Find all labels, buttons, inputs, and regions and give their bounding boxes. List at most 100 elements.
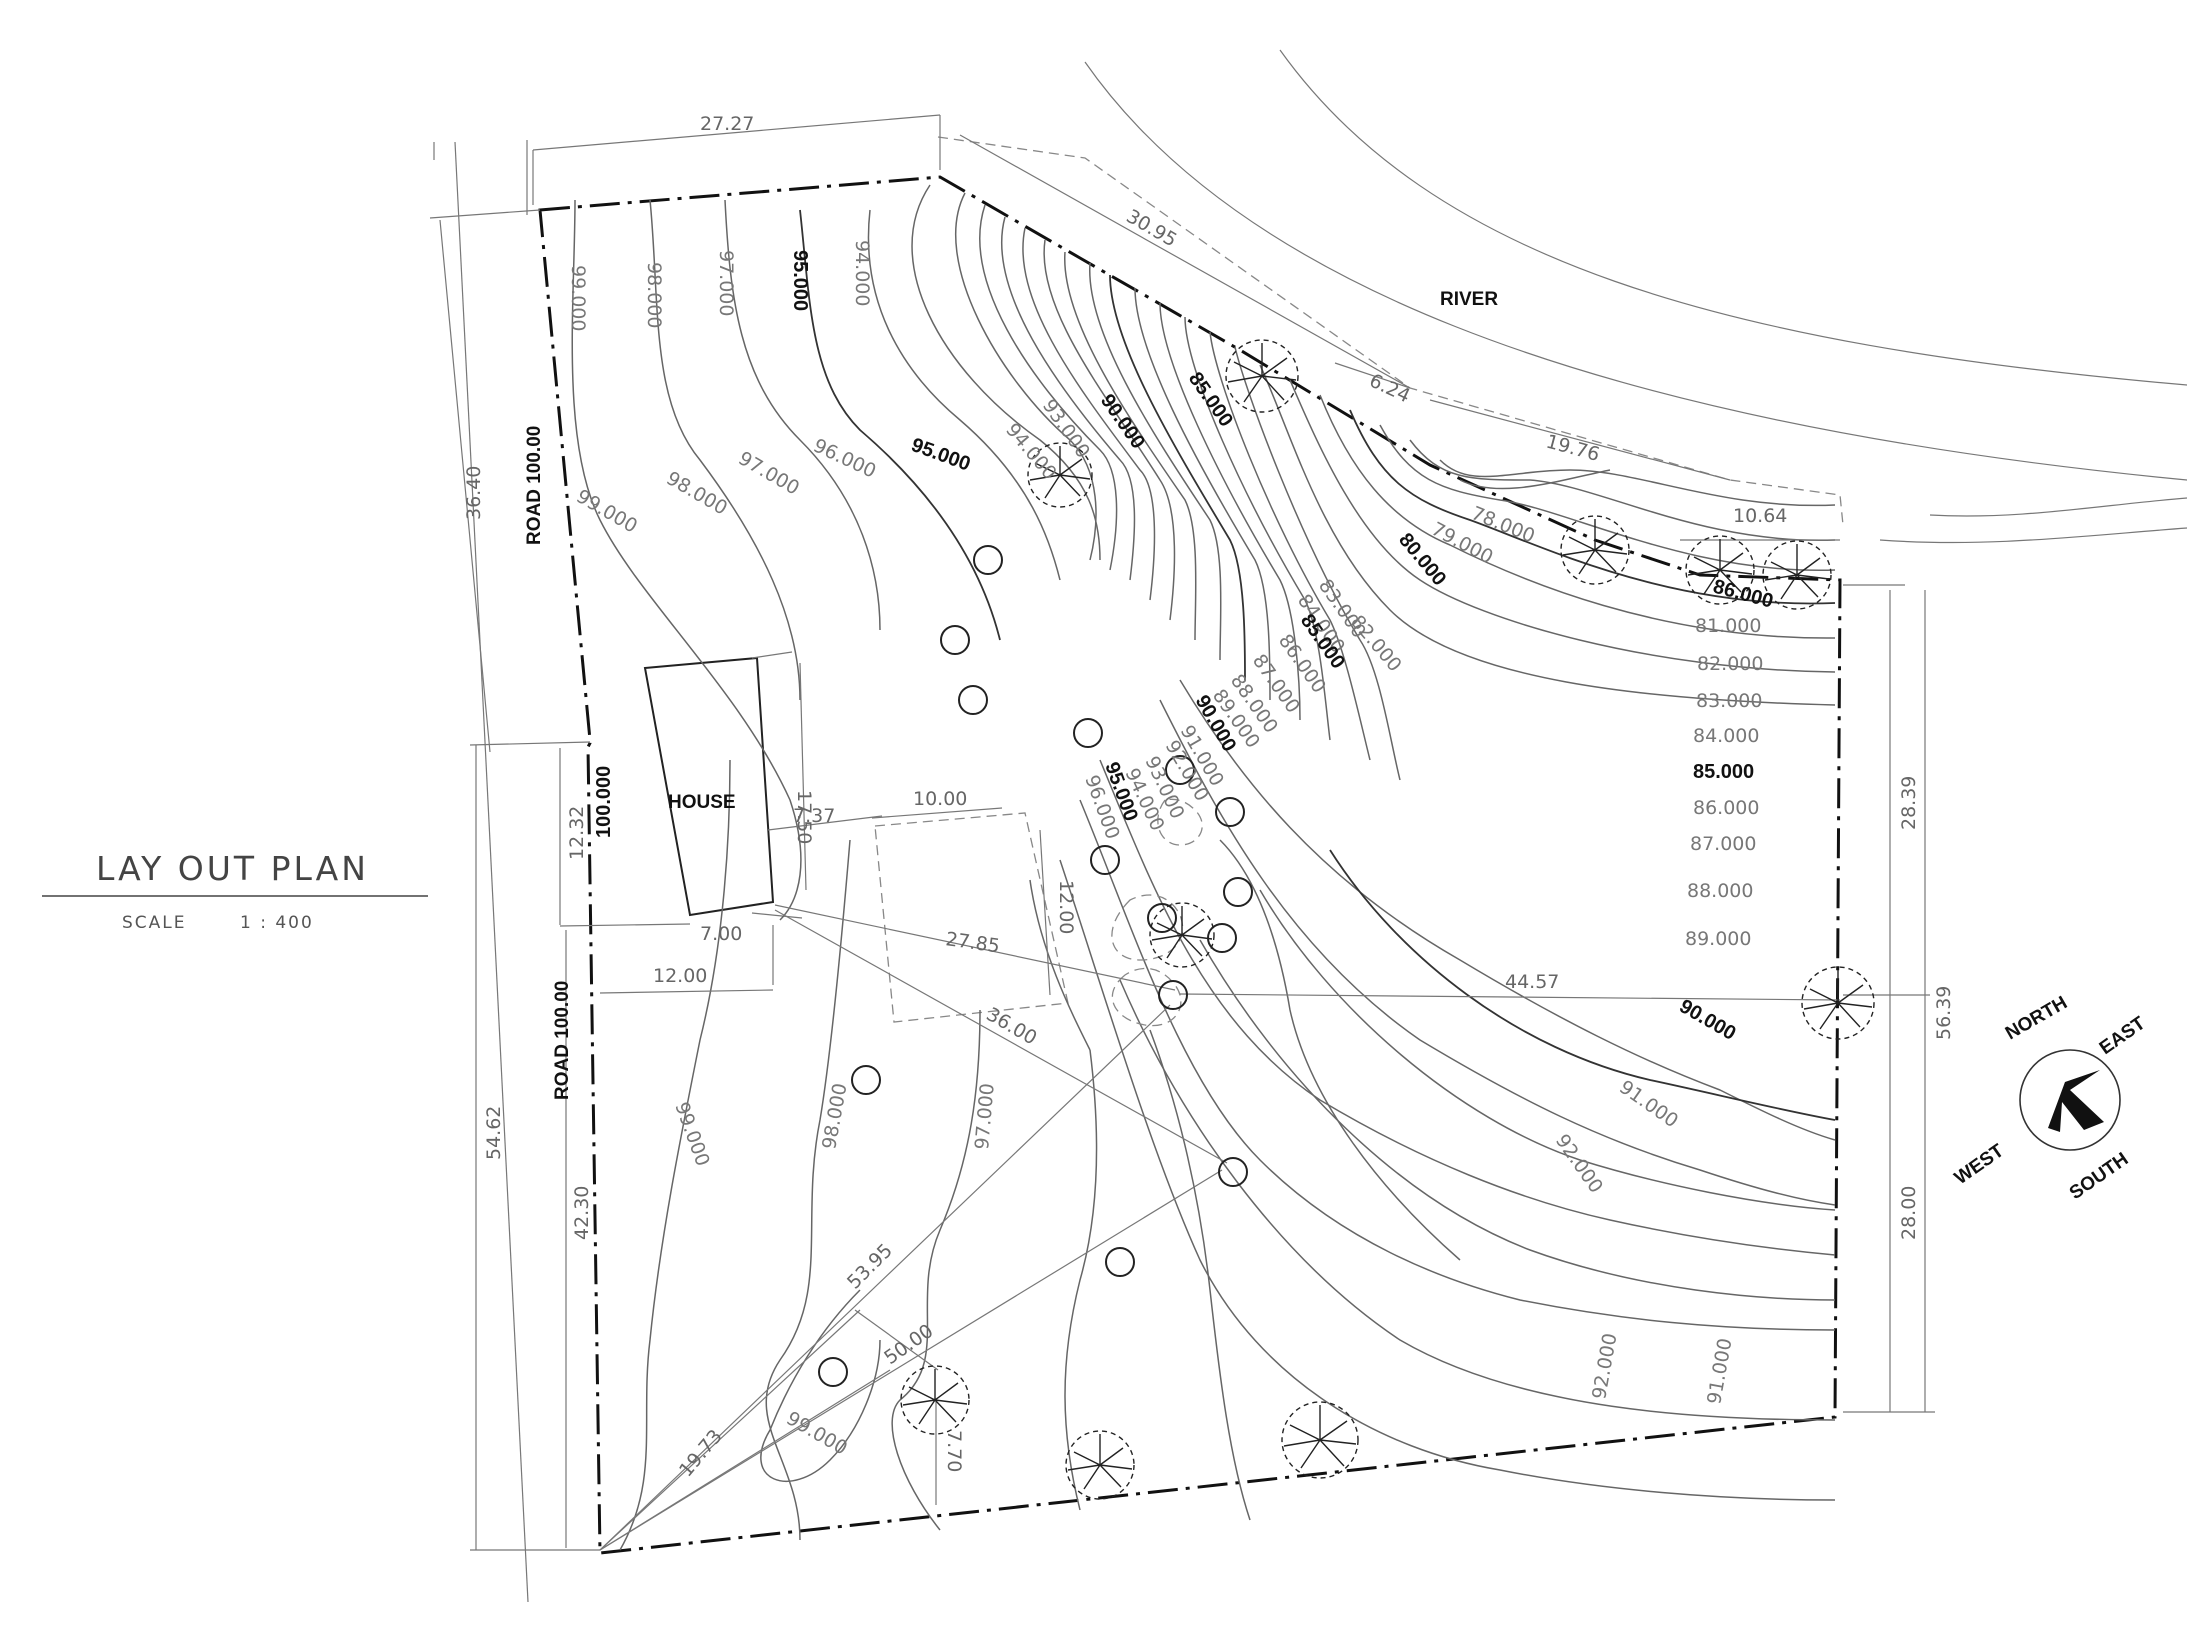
river-setback-line xyxy=(937,136,1844,526)
contour-label: 91.000 xyxy=(1703,1337,1736,1406)
contour-label: 89.000 xyxy=(1685,928,1751,950)
tree-icon xyxy=(1149,902,1215,968)
contour-label: 92.000 xyxy=(1551,1130,1607,1197)
contour-label: 82.000 xyxy=(1697,653,1763,675)
marker-circle xyxy=(1105,1247,1135,1277)
dim-house-tree: 27.85 xyxy=(944,928,1001,957)
title-block: LAY OUT PLAN SCALE 1 : 400 xyxy=(42,849,428,933)
tree-icon xyxy=(1685,535,1755,605)
contour-label: 98.000 xyxy=(643,262,665,328)
dimension-lines xyxy=(429,114,1935,1551)
contour-label: 97.000 xyxy=(715,250,737,316)
compass-west: WEST xyxy=(1951,1140,2008,1189)
river-banks xyxy=(1084,49,2187,544)
contour-label: 92.000 xyxy=(1588,1332,1621,1401)
marker-circle xyxy=(1158,980,1188,1010)
dim-house-width: 7.00 xyxy=(700,923,742,945)
dim-river-edge-2: 19.76 xyxy=(1544,431,1602,466)
marker-circle xyxy=(1090,845,1120,875)
tree-icon xyxy=(1027,442,1093,508)
compass-north: NORTH xyxy=(2002,992,2071,1044)
dim-diag-19: 19.73 xyxy=(675,1425,727,1481)
contour-label: 94.000 xyxy=(851,240,873,306)
tree-protection-dashes xyxy=(1111,798,1203,1027)
contour-label: 98.000 xyxy=(818,1082,851,1151)
road-edges xyxy=(433,141,529,1603)
dim-river-gap: 6.24 xyxy=(1366,370,1414,408)
house xyxy=(643,651,803,919)
tree-icon xyxy=(1225,339,1299,413)
contour-label: 85.000 xyxy=(1184,368,1237,431)
contour-label: 95.000 xyxy=(789,250,811,311)
contour-label: 87.000 xyxy=(1690,833,1756,855)
compass-east: EAST xyxy=(2096,1013,2150,1059)
contour-label: 97.000 xyxy=(735,447,804,499)
compass-arrow-icon xyxy=(2048,1070,2104,1132)
marker-circle xyxy=(958,685,988,715)
contour-label: 95.000 xyxy=(908,434,973,476)
marker-circle xyxy=(973,545,1003,575)
dim-river-edge: 30.95 xyxy=(1123,205,1181,251)
plan-title: LAY OUT PLAN xyxy=(96,849,369,888)
contour-label: 94.000 xyxy=(1001,419,1061,484)
contour-labels: 99.000 98.000 97.000 95.000 94.000 99.00… xyxy=(567,240,1775,1460)
tree-icon xyxy=(1281,1401,1359,1479)
contour-label: 85.000 xyxy=(1693,761,1754,783)
dim-road-lower: 42.30 xyxy=(571,1186,593,1240)
compass: NORTH EAST WEST SOUTH xyxy=(1951,992,2150,1204)
dim-pad-length: 12.00 xyxy=(1055,880,1077,934)
contour-lines xyxy=(571,184,1836,1551)
contour-label: 86.000 xyxy=(1711,576,1776,613)
main-labels: RIVER HOUSE ROAD 100.00 ROAD 100.00 100.… xyxy=(524,289,1498,1100)
tree-icon xyxy=(1801,966,1875,1040)
dim-left-total: 54.62 xyxy=(483,1106,505,1160)
contour-label: 90.000 xyxy=(1676,995,1740,1045)
compass-south: SOUTH xyxy=(2066,1149,2133,1204)
river-label: RIVER xyxy=(1440,289,1498,310)
dim-left-upper: 36.40 xyxy=(463,466,485,520)
contour-label: 86.000 xyxy=(1693,797,1759,819)
road-label-north: ROAD 100.00 xyxy=(524,426,545,545)
marker-circle xyxy=(818,1357,848,1387)
contour-label: 81.000 xyxy=(1695,615,1761,637)
tree-icon xyxy=(1762,540,1832,610)
contour-label: 97.000 xyxy=(971,1082,999,1150)
road-label-south: ROAD 100.00 xyxy=(552,981,573,1100)
dim-right-total: 56.39 xyxy=(1933,986,1955,1040)
dim-diag-53: 53.95 xyxy=(843,1240,897,1294)
scale-value: 1 : 400 xyxy=(240,913,314,933)
marker-circle xyxy=(1165,755,1195,785)
contour-label: 98.000 xyxy=(663,467,732,519)
marker-circle xyxy=(851,1065,881,1095)
dim-river-edge-3: 10.64 xyxy=(1733,505,1787,527)
tree-icon xyxy=(1560,515,1630,585)
marker-circle xyxy=(1207,923,1237,953)
pad-outline xyxy=(874,812,1069,1023)
dim-right-lower: 28.00 xyxy=(1898,1186,1920,1240)
contour-label: 99.000 xyxy=(567,265,589,331)
contour-label: 83.000 xyxy=(1696,690,1762,712)
contour-label: 99.000 xyxy=(573,485,642,537)
dim-pad-width: 10.00 xyxy=(913,788,967,810)
marker-circle xyxy=(1073,718,1103,748)
dim-tree-offset: 7.70 xyxy=(943,1430,965,1472)
dim-house-offset: 7.37 xyxy=(793,805,835,827)
tree-icon xyxy=(1065,1430,1135,1500)
markers xyxy=(818,545,1253,1387)
marker-circle xyxy=(1215,797,1245,827)
dim-road-upper: 12.32 xyxy=(566,806,588,860)
marker-circle xyxy=(1223,877,1253,907)
property-boundary xyxy=(538,175,1842,1555)
tree-icon xyxy=(900,1365,970,1435)
scale-label: SCALE xyxy=(122,913,187,933)
dim-right-upper: 28.39 xyxy=(1898,776,1920,830)
dim-house-length: 17.50 xyxy=(793,790,815,844)
compass-circle xyxy=(2019,1049,2121,1151)
marker-circle xyxy=(1218,1157,1248,1187)
contour-label: 84.000 xyxy=(1693,725,1759,747)
house-label: HOUSE xyxy=(668,792,736,813)
dim-top: 27.27 xyxy=(700,113,754,135)
contour-label: 96.000 xyxy=(810,435,880,483)
contour-label: 88.000 xyxy=(1687,880,1753,902)
